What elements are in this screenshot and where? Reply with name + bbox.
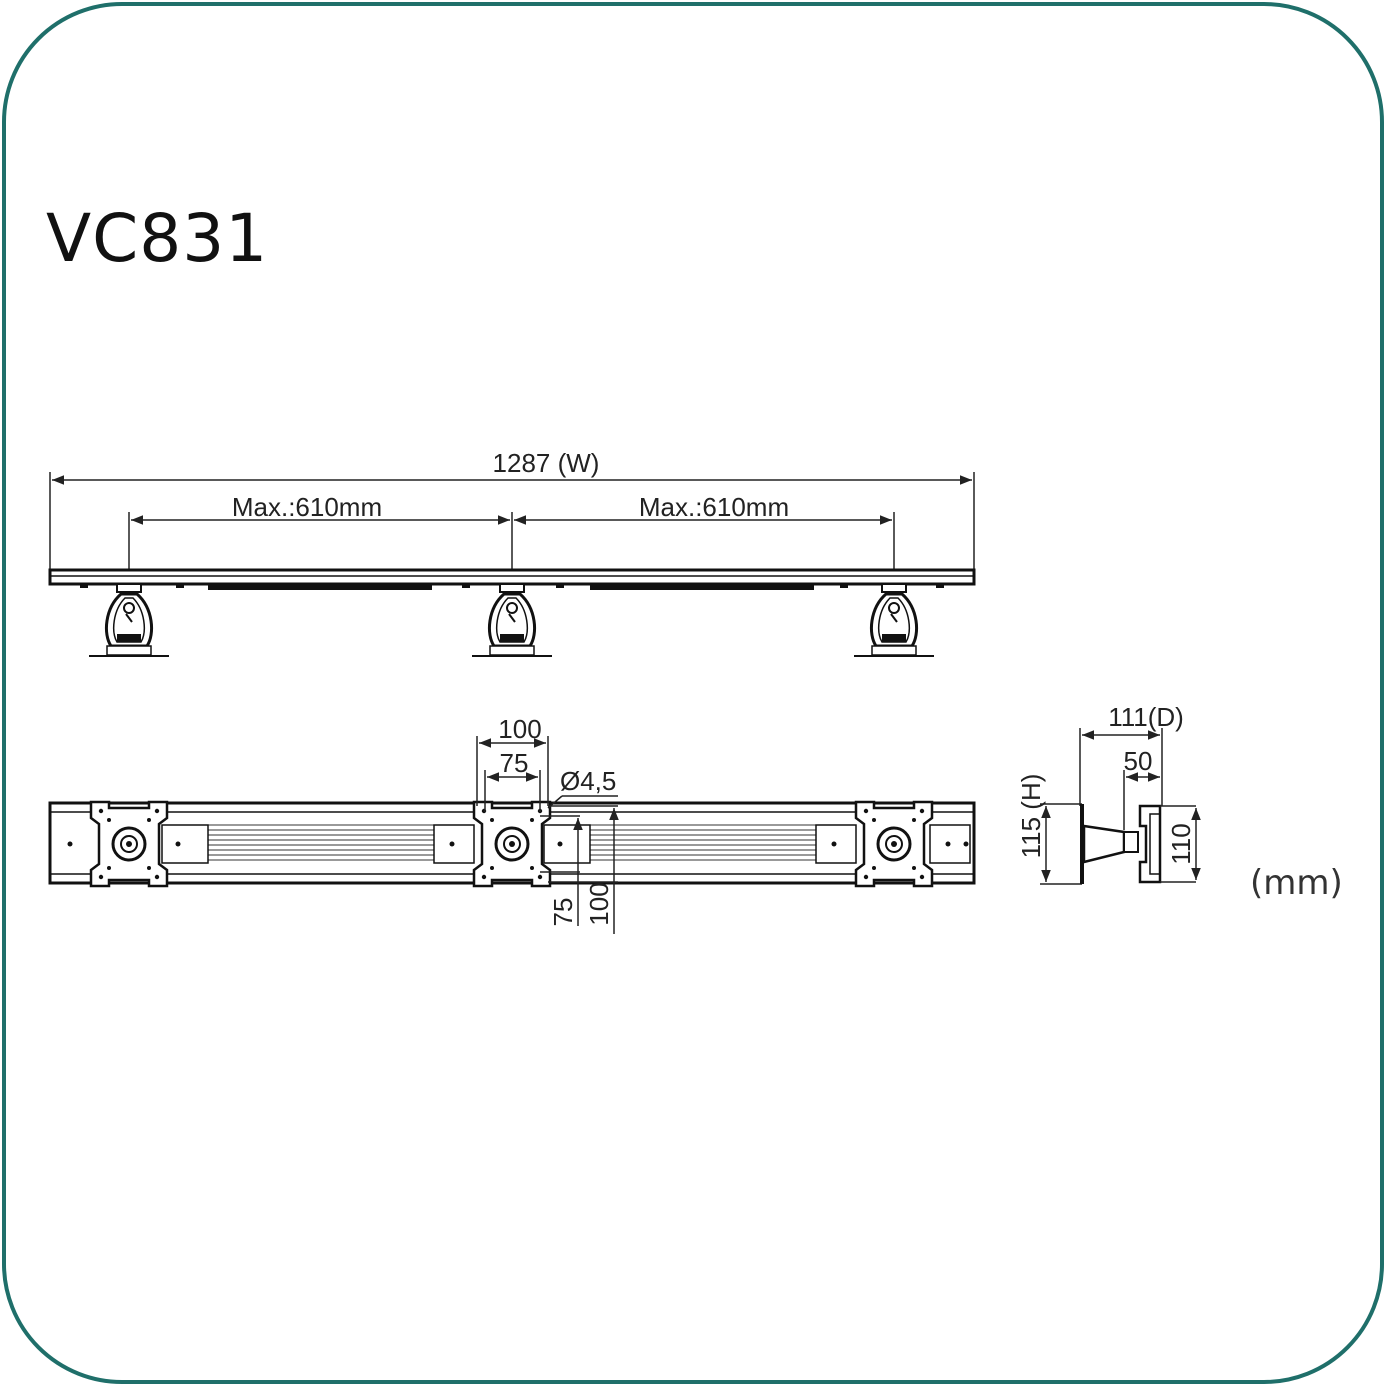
- model-title: VC831: [46, 200, 269, 277]
- vesa-plate-right: [854, 800, 934, 888]
- vesa-100-v-label: 100: [584, 882, 614, 925]
- unit-label: (mm): [1250, 863, 1343, 903]
- plate-label: 110: [1166, 823, 1196, 864]
- span-right-label: Max.:610mm: [639, 492, 789, 522]
- mount-foot-center: [470, 582, 554, 658]
- side-view: 111(D) 50 115 (H) 110: [1016, 702, 1201, 885]
- hole-diameter-label: Ø4,5: [560, 766, 616, 796]
- front-rail: [48, 568, 976, 586]
- vesa-plate-center: [472, 800, 552, 888]
- front-view: 1287 (W) Max.:610mm Max.:610mm: [48, 448, 976, 658]
- height-label: 115 (H): [1016, 774, 1046, 859]
- width-label: 1287 (W): [493, 448, 600, 478]
- depth-label: 111(D): [1108, 702, 1184, 732]
- vesa-100-h-label: 100: [498, 714, 541, 744]
- offset-label: 50: [1124, 746, 1153, 776]
- span-left-label: Max.:610mm: [232, 492, 382, 522]
- vesa-plate-left: [89, 800, 169, 888]
- vesa-75-h-label: 75: [500, 748, 529, 778]
- mount-foot-right: [852, 582, 936, 658]
- top-view: 100 75 Ø4,5 75 100: [48, 714, 976, 934]
- vesa-75-v-label: 75: [548, 898, 578, 927]
- rail-profile: [1080, 804, 1084, 884]
- mount-foot-left: [87, 582, 171, 658]
